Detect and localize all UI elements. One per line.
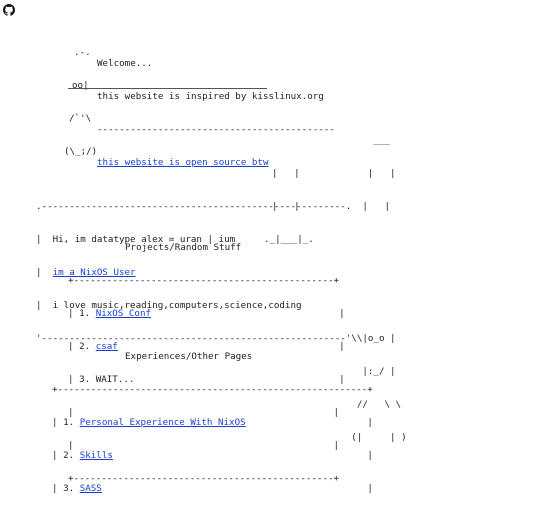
projects-title: Projects/Random Stuff bbox=[125, 242, 242, 253]
wait-text: WAIT... bbox=[95, 374, 135, 385]
personal-experience-link[interactable]: Personal Experience With NixOS bbox=[79, 417, 246, 428]
github-icon[interactable] bbox=[3, 4, 15, 16]
header-text: Welcome... this website is inspired by k… bbox=[97, 36, 335, 179]
art-line: (\_;/) bbox=[64, 146, 98, 157]
art-line: oo| bbox=[72, 80, 89, 91]
art-line: ___ bbox=[36, 135, 391, 146]
art-line: | | bbox=[272, 201, 300, 212]
inspired-text: this website is inspired by kisslinux.or… bbox=[97, 91, 324, 102]
experiences-box: +---------------------------------------… bbox=[52, 362, 373, 505]
list-item: | 2. csaf | bbox=[68, 341, 345, 352]
interests-text: i love music,reading,computers,science,c… bbox=[52, 300, 302, 311]
art-line: ._|___|_. bbox=[264, 234, 314, 245]
list-item: | 3. WAIT... | bbox=[68, 374, 345, 385]
art-line: .-. bbox=[74, 47, 91, 58]
welcome-text: Welcome... bbox=[97, 58, 153, 69]
nixos-conf-link[interactable]: NixOS Conf bbox=[95, 308, 152, 319]
sass-link[interactable]: SASS bbox=[79, 483, 102, 494]
intro-nixos-row: | im a NixOS User bbox=[36, 267, 136, 278]
art-line: '---------------------------------------… bbox=[36, 333, 396, 344]
intro-interests-row: | i love music,reading,computers,science… bbox=[36, 300, 302, 311]
list-item: | 1. NixOS Conf | bbox=[68, 308, 345, 319]
list-item: | 1. Personal Experience With NixOS | bbox=[52, 417, 373, 428]
csaf-link[interactable]: csaf bbox=[95, 341, 118, 352]
art-line: | | bbox=[36, 168, 396, 179]
nixos-user-link[interactable]: im a NixOS User bbox=[52, 267, 136, 278]
skills-link[interactable]: Skills bbox=[79, 450, 113, 461]
list-item: | 2. Skills | bbox=[52, 450, 373, 461]
art-line: |:_/ | bbox=[36, 366, 396, 377]
section-divider bbox=[68, 88, 267, 89]
open-source-link[interactable]: this website is open source btw bbox=[97, 157, 269, 168]
art-line: /`'\ bbox=[69, 113, 92, 124]
intro-greeting-row: | Hi, im datatype alex = uran | ium bbox=[36, 234, 236, 245]
header-rule: ----------------------------------------… bbox=[97, 124, 335, 135]
box-border: +---------------------------------------… bbox=[52, 384, 373, 395]
tux-art-side: | | | | ._|___|_. bbox=[264, 146, 314, 256]
list-item: | 3. SASS | bbox=[52, 483, 373, 494]
header-ascii-art: .-. oo| /`'\ (\_;/) bbox=[64, 25, 97, 168]
art-line: | | bbox=[272, 168, 300, 179]
art-line: .---------------------------------------… bbox=[36, 201, 391, 212]
greeting-text: Hi, im datatype alex = uran | ium bbox=[52, 234, 236, 245]
experiences-title: Experiences/Other Pages bbox=[125, 351, 253, 362]
box-border: +---------------------------------------… bbox=[68, 275, 340, 286]
